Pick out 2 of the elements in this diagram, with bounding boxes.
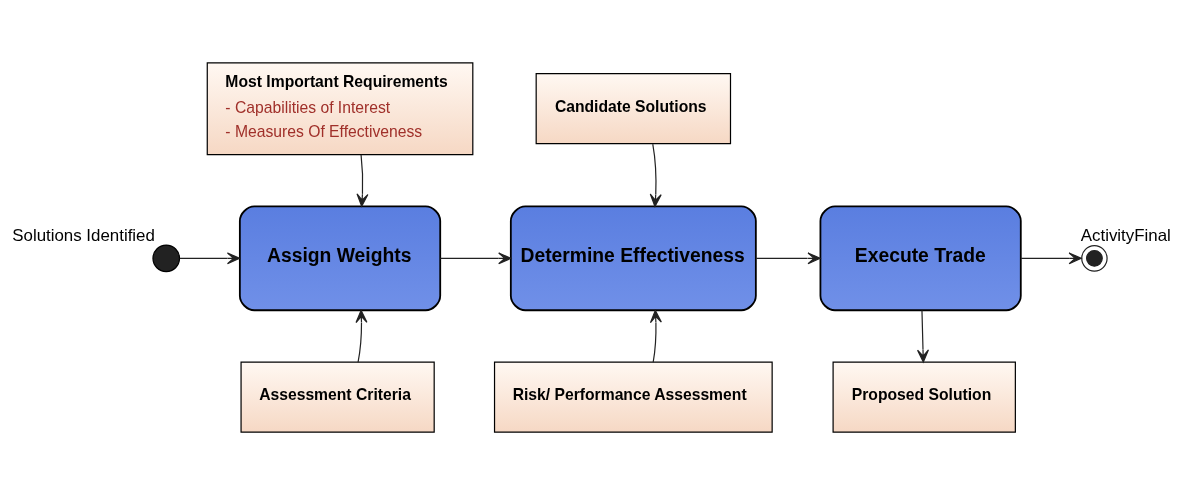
node-label: Solutions Identified <box>12 225 155 245</box>
node-label: ActivityFinal <box>1080 226 1171 246</box>
